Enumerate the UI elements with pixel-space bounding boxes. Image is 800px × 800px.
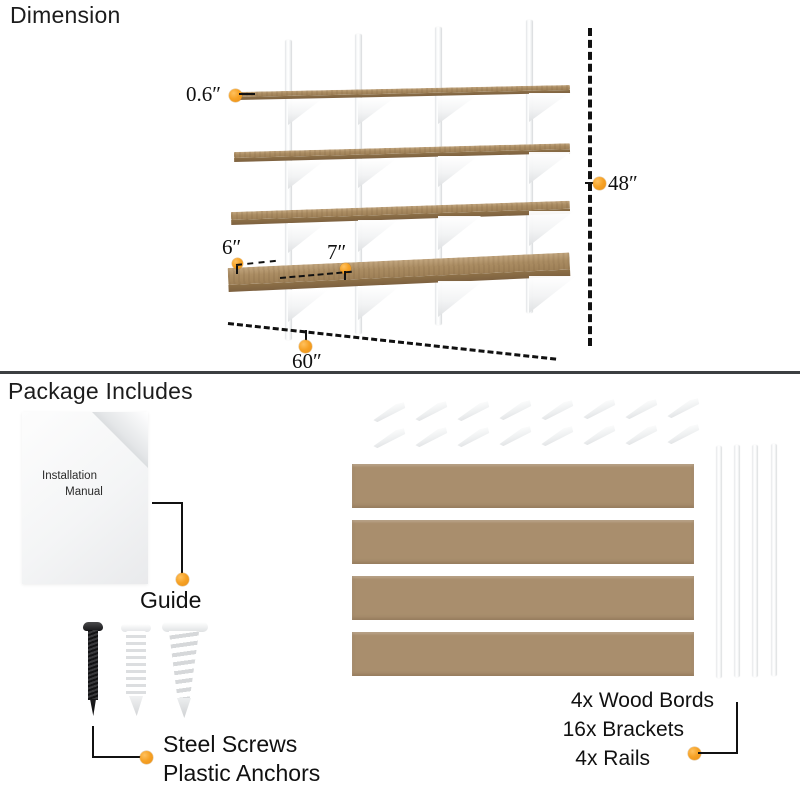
- guide-leader-vertical: [181, 502, 183, 574]
- wood-board: [352, 464, 694, 508]
- bracket-piece: [665, 398, 701, 419]
- wood-board: [352, 576, 694, 620]
- wood-board: [352, 632, 694, 676]
- bracket-piece: [581, 399, 617, 420]
- shelf-bracket: [358, 159, 396, 188]
- bracket-piece: [497, 400, 533, 421]
- manual-title-line2: Manual: [65, 486, 103, 498]
- bracket-piece: [623, 425, 659, 446]
- shelf-bracket: [288, 161, 324, 189]
- length-tick: [305, 330, 307, 342]
- rail-piece: [771, 444, 777, 676]
- shelf-bracket: [288, 290, 328, 322]
- shelf-bracket: [529, 211, 574, 246]
- section-divider: [0, 371, 800, 374]
- parts-list-item: 16x Brackets: [518, 715, 718, 744]
- callout-leader-board-width: [344, 271, 346, 280]
- callout-label-plastic-anchors: Plastic Anchors: [163, 760, 321, 786]
- bracket-piece: [455, 401, 491, 422]
- shelf-bracket: [358, 286, 400, 320]
- manual-title-line1: Installation: [42, 470, 97, 482]
- bracket-piece: [413, 427, 449, 448]
- wood-board: [352, 520, 694, 564]
- rails-group: [714, 444, 784, 680]
- callout-label-thickness: 0.6″: [186, 82, 221, 106]
- bracket-piece: [623, 399, 659, 420]
- callout-dot-board-width: [340, 263, 351, 274]
- callout-dot-guide: [176, 573, 189, 586]
- callout-label-depth: 6″: [222, 235, 242, 259]
- callout-label-steel-screws: Steel Screws: [163, 731, 298, 757]
- hardware-graphic: [78, 622, 213, 718]
- plastic-anchor-ribbed-icon: [121, 624, 151, 716]
- parts-list-item: 4x Rails: [518, 744, 718, 773]
- bracket-piece: [371, 402, 407, 423]
- parts-list-item: 4x Wood Bords: [518, 686, 718, 715]
- callout-label-length: 60″: [292, 349, 322, 373]
- callout-dot-depth: [232, 258, 243, 269]
- shelf-bracket: [438, 96, 476, 124]
- callout-dot-parts: [688, 747, 701, 760]
- wood-boards-group: [352, 464, 694, 676]
- bracket-piece: [413, 401, 449, 422]
- rail-piece: [734, 445, 740, 677]
- shelf-bracket: [288, 99, 322, 125]
- shelf-board: [227, 252, 571, 292]
- plastic-anchor-spiral-icon: [162, 622, 208, 718]
- callout-leader-thickness: [239, 93, 255, 95]
- shelf-bracket: [529, 152, 571, 184]
- dimension-section-title: Dimension: [10, 2, 121, 28]
- hardware-leader-vertical: [92, 726, 94, 758]
- rail-piece: [752, 445, 758, 677]
- bracket-piece: [539, 426, 575, 447]
- shelf-board: [230, 200, 571, 225]
- bracket-piece: [455, 427, 491, 448]
- shelf-bracket: [288, 223, 326, 253]
- bracket-piece: [497, 426, 533, 447]
- bracket-piece: [371, 428, 407, 449]
- shelf-bracket: [438, 281, 483, 317]
- wall-rail: [285, 40, 292, 340]
- hardware-leader-horizontal: [92, 756, 143, 758]
- height-guide-line: [588, 28, 592, 346]
- parts-list-rails-label: 4x Rails: [575, 747, 650, 770]
- shelf-bracket: [438, 216, 481, 250]
- shelf-bracket: [358, 220, 398, 252]
- callout-label-height: 48″: [608, 171, 638, 195]
- brackets-group: [372, 398, 702, 446]
- callout-label-guide: Guide: [140, 587, 202, 613]
- parts-leader-horizontal: [698, 752, 738, 754]
- callout-dot-hardware: [140, 751, 153, 764]
- package-section-title: Package Includes: [8, 378, 193, 404]
- manual-title-text: Installation Manual: [36, 468, 132, 500]
- shelf-bracket: [438, 156, 478, 187]
- shelf-bracket: [358, 98, 394, 125]
- steel-screw-icon: [82, 622, 104, 716]
- callout-dot-length: [299, 340, 312, 353]
- parts-list: 4x Wood Bords 16x Brackets 4x Rails: [518, 686, 718, 773]
- bracket-piece: [665, 424, 701, 445]
- rail-piece: [716, 446, 722, 678]
- height-tick: [585, 182, 595, 184]
- callout-dot-thickness: [229, 89, 242, 102]
- parts-list-brackets-label: 16x Brackets: [562, 718, 684, 741]
- installation-manual-graphic: Installation Manual: [22, 412, 148, 584]
- callout-label-board-width: 7″: [327, 240, 347, 264]
- bracket-piece: [539, 400, 575, 421]
- parts-leader-vertical: [736, 702, 738, 754]
- parts-list-boards-label: 4x Wood Bords: [570, 689, 714, 712]
- shelf-bracket: [529, 276, 576, 313]
- shelf-bracket: [529, 93, 569, 122]
- callout-dot-height: [593, 177, 606, 190]
- callout-leader-depth: [236, 266, 238, 274]
- length-guide-line: [227, 322, 557, 361]
- bracket-piece: [581, 425, 617, 446]
- guide-leader-horizontal: [152, 502, 183, 504]
